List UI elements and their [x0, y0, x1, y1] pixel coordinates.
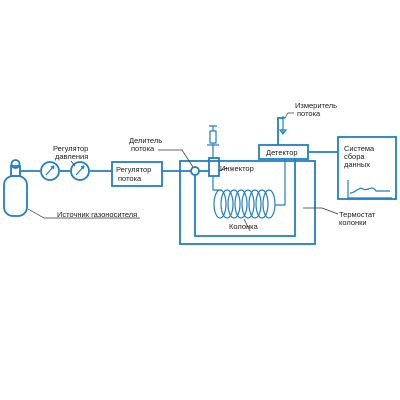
gas-source-label: Источник газоносителя [57, 210, 137, 219]
thermostat-label-2: колонки [339, 218, 367, 227]
thermostat-label-1: Термостат [339, 210, 376, 219]
flow-regulator-box [111, 161, 163, 187]
injector-label: Инжектор [220, 164, 254, 173]
flow-regulator-label-2: потока [118, 174, 142, 183]
gas-cylinder [3, 159, 28, 217]
leader-lines [27, 112, 339, 232]
data-system-label-3: данных [344, 160, 370, 169]
pressure-gauge-2 [70, 161, 90, 181]
data-system-chart [347, 180, 392, 199]
thermostat-oven [179, 160, 316, 245]
flow-divider-label-2: потока [131, 144, 155, 153]
column-coil [213, 189, 276, 219]
flow-meter [277, 116, 288, 145]
flow-meter-label-1: Измеритель [295, 101, 337, 110]
detector-label: Детектор [266, 148, 298, 157]
pressure-gauge-1 [40, 161, 60, 181]
column-exit-line [275, 158, 286, 206]
data-system-label-2: сбора [344, 152, 365, 161]
flow-regulator-label-1: Регулятор [116, 165, 151, 174]
injector-port [208, 157, 222, 191]
injector-syringe [207, 125, 219, 158]
data-system-box [337, 136, 397, 200]
data-system-label-1: Система [344, 144, 375, 153]
column-label: Колонка [229, 222, 259, 231]
column-loop [194, 158, 296, 237]
flow-meter-label-2: потока [297, 109, 321, 118]
flow-divider [190, 166, 209, 200]
flow-divider-label-1: Делитель [129, 136, 162, 145]
pressure-regulator-label-1: Регулятор [53, 144, 88, 153]
pressure-regulator-label-2: давления [55, 152, 88, 161]
gas-line [19, 170, 191, 174]
